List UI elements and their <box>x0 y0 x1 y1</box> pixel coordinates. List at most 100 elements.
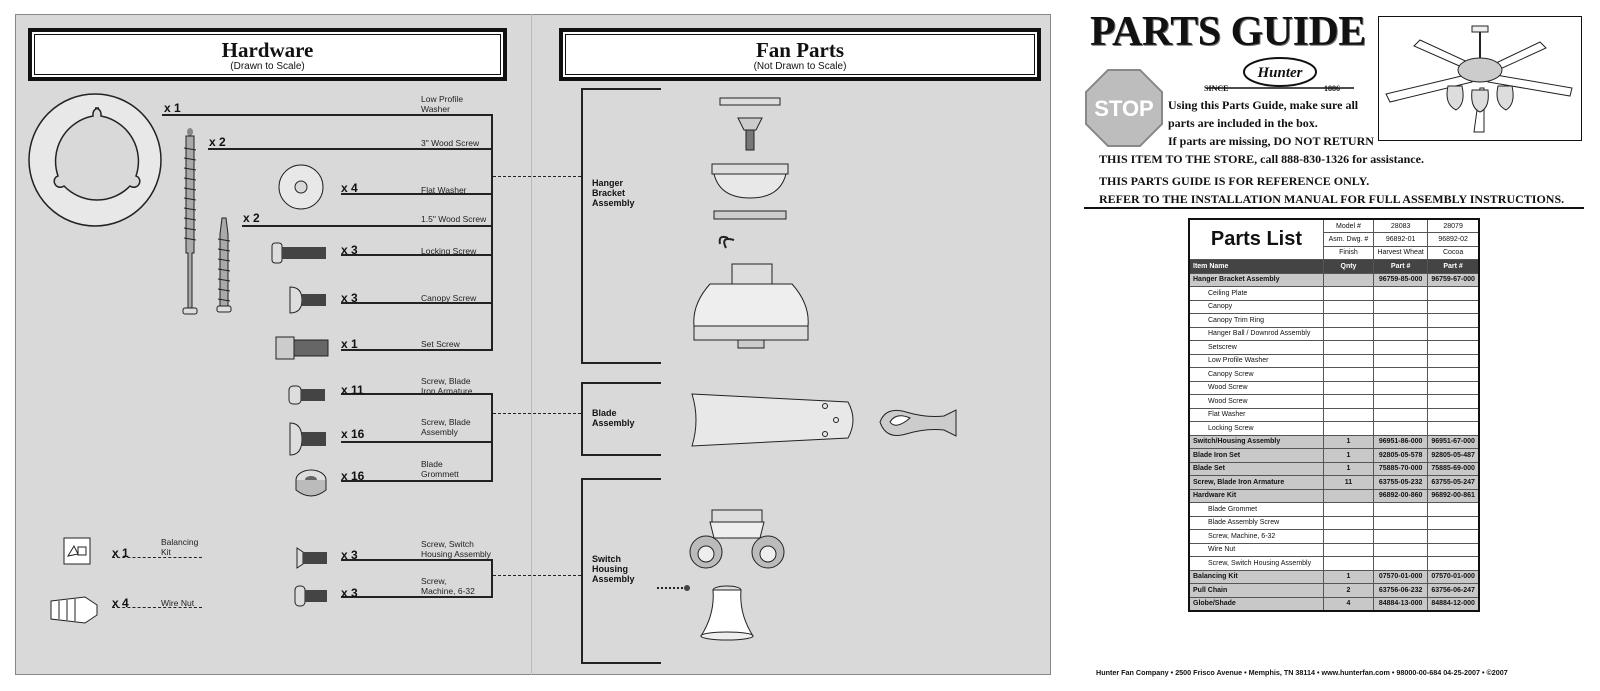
leader-line <box>242 225 493 227</box>
item-part-number <box>1427 340 1480 355</box>
ceiling-fan-picture <box>1385 25 1573 133</box>
item-qty: 1 <box>1322 569 1375 584</box>
fan-parts-title: Fan Parts <box>755 38 845 62</box>
set-screw-drawing <box>275 336 329 360</box>
group-label-blade: Blade Assembly <box>592 408 635 428</box>
pull-chain-drawing <box>657 585 690 591</box>
hw-qty: x 16 <box>341 427 365 441</box>
item-part-number: 96759-85-000 <box>1373 272 1429 287</box>
item-part-number: 96951-86-000 <box>1373 434 1429 449</box>
hw-label: Screw, Blade Assembly <box>421 417 471 437</box>
dwg-label: Asm. Dwg. # <box>1322 232 1375 247</box>
hw-qty: x 1 <box>164 101 181 115</box>
item-qty: 1 <box>1322 448 1375 463</box>
table-row: Canopy Trim Ring <box>1188 313 1480 328</box>
item-name: Locking Screw <box>1188 421 1324 436</box>
item-qty: 1 <box>1322 434 1375 449</box>
leader-line <box>208 148 493 150</box>
table-row: Flat Washer <box>1188 407 1480 422</box>
item-qty: 11 <box>1322 475 1375 490</box>
table-row: Locking Screw <box>1188 421 1480 436</box>
fan-parts-subtitle: (Not Drawn to Scale) <box>753 61 847 72</box>
item-part-number <box>1427 380 1480 395</box>
table-row: Wood Screw <box>1188 394 1480 409</box>
hw-label: Canopy Screw <box>421 293 477 303</box>
hw-qty: x 2 <box>243 211 260 225</box>
item-part-number: 92805-05-487 <box>1427 448 1480 463</box>
group-bracket <box>581 382 583 456</box>
item-part-number: 63755-05-247 <box>1427 475 1480 490</box>
hw-label: Screw, Switch Housing Assembly <box>421 539 491 559</box>
locking-screw-drawing <box>271 242 326 264</box>
item-part-number <box>1427 556 1480 571</box>
item-part-number <box>1373 394 1429 409</box>
item-part-number: 96892-00-860 <box>1373 488 1429 503</box>
item-qty <box>1322 529 1375 544</box>
wood-screw-long-drawing <box>182 128 198 315</box>
leader-line <box>162 114 493 116</box>
group-bracket <box>581 478 661 480</box>
column-header: Part # <box>1427 259 1480 274</box>
item-name: Screw, Blade Iron Armature <box>1188 475 1324 490</box>
logo-text: Hunter <box>1256 65 1302 81</box>
item-part-number: 63756-06-247 <box>1427 583 1480 598</box>
item-qty <box>1322 367 1375 382</box>
stop-sign-icon: STOP <box>1085 69 1163 147</box>
table-row: Wire Nut <box>1188 542 1480 557</box>
item-part-number <box>1373 556 1429 571</box>
notice-line: THIS ITEM TO THE STORE, call 888-830-132… <box>1099 152 1424 166</box>
group-label-switch-housing: Switch Housing Assembly <box>592 554 635 584</box>
fan-blade-drawing <box>691 393 854 447</box>
item-qty <box>1322 326 1375 341</box>
hw-label: Low Profile Washer <box>421 94 464 114</box>
item-part-number <box>1427 313 1480 328</box>
hw-label: Screw, Blade Iron Armature <box>421 376 473 396</box>
hardware-title: Hardware <box>221 38 314 62</box>
table-row: Ceiling Plate <box>1188 286 1480 301</box>
item-name: Low Profile Washer <box>1188 353 1324 368</box>
item-name: Hanger Bracket Assembly <box>1188 272 1324 287</box>
item-name: Setscrew <box>1188 340 1324 355</box>
hw-label: Wire Nut <box>161 598 195 608</box>
item-qty <box>1322 286 1375 301</box>
item-part-number <box>1373 407 1429 422</box>
table-row: Hanger Ball / Downrod Assembly <box>1188 326 1480 341</box>
item-part-number: 75885-69-000 <box>1427 461 1480 476</box>
switch-housing-drawing <box>689 509 785 569</box>
item-qty <box>1322 313 1375 328</box>
hw-qty: x 16 <box>341 469 365 483</box>
item-qty <box>1322 421 1375 436</box>
item-part-number <box>1373 353 1429 368</box>
model-label: Model # <box>1322 218 1375 233</box>
item-name: Blade Assembly Screw <box>1188 515 1324 530</box>
leader-line <box>341 441 493 443</box>
parts-list-table: Parts List Model # 28083 28079 Asm. Dwg.… <box>1188 218 1480 612</box>
model-value: 28079 <box>1427 218 1480 233</box>
finish-label: Finish <box>1322 245 1375 260</box>
item-part-number: 63756-06-232 <box>1373 583 1429 598</box>
parts-panel <box>15 14 1051 675</box>
item-name: Balancing Kit <box>1188 569 1324 584</box>
item-part-number: 84884-13-000 <box>1373 596 1429 611</box>
hw-qty: x 11 <box>341 383 364 397</box>
hw-label: Blade Grommett <box>421 459 459 479</box>
since-year: 1886 <box>1324 84 1340 93</box>
connector-dash <box>493 413 581 414</box>
blade-assembly-screw-drawing <box>289 422 326 456</box>
item-qty <box>1322 380 1375 395</box>
flat-washer-drawing <box>278 164 324 210</box>
group-bracket <box>581 478 583 664</box>
item-name: Hanger Ball / Downrod Assembly <box>1188 326 1324 341</box>
item-part-number: 96951-67-000 <box>1427 434 1480 449</box>
hunter-logo: Hunter <box>1206 57 1354 89</box>
item-part-number <box>1427 542 1480 557</box>
blade-iron-drawing <box>879 409 957 437</box>
column-header: Qnty <box>1322 259 1375 274</box>
hw-qty: x 1 <box>341 337 358 351</box>
item-name: Blade Iron Set <box>1188 448 1324 463</box>
item-qty: 1 <box>1322 461 1375 476</box>
item-name: Hardware Kit <box>1188 488 1324 503</box>
hw-label: Set Screw <box>421 339 460 349</box>
group-bracket <box>581 454 661 456</box>
